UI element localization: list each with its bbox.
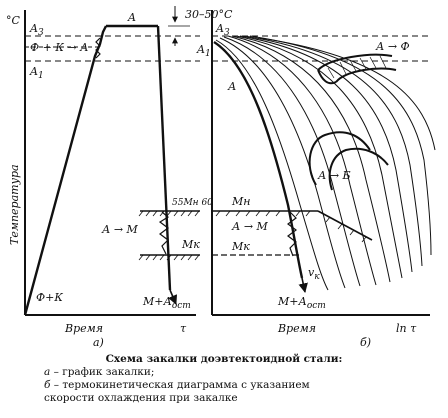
panel-a-Mk-label: Мк <box>181 238 200 251</box>
temperature-range-label: 30–50°С <box>185 8 233 21</box>
ferrite-pearlite-label: Ф+К <box>36 291 63 304</box>
ferrite-nose <box>317 69 337 85</box>
panel-a: °C A3 A1 A Ф + К → А 30–50°С Температура… <box>6 6 233 349</box>
caption-line-a: а – график закалки; <box>44 366 155 378</box>
austenite-bainite-label: А → Б <box>317 169 351 182</box>
caption-line-b-cont: скорости охлаждения при закалке <box>44 392 238 404</box>
quenching-diagram: °C A3 A1 A Ф + К → А 30–50°С Температура… <box>6 6 436 349</box>
panel-a-letter: а) <box>93 336 104 349</box>
panel-b-Mn-slope <box>317 210 373 241</box>
bainite-end-curve <box>328 147 389 191</box>
ferrite-end-curve <box>335 67 397 83</box>
panel-b-lntau-label: ln τ <box>396 322 417 335</box>
panel-a-Mn-label: 55Мн 60 <box>172 198 213 208</box>
critical-cooling-curve <box>213 40 304 279</box>
panel-b-A1-label: A1 <box>196 43 211 59</box>
panel-b: A3 A1 А А → Ф А → Б Мн Мк А → М vк М+Аос… <box>196 10 436 349</box>
vk-arrow <box>298 277 308 293</box>
panel-a-austenite-martensite-label: А → М <box>101 223 139 236</box>
panel-b-martensite-label: М+Аост <box>277 295 326 311</box>
celsius-label: °C <box>6 14 21 27</box>
austenite-top-label: A <box>127 11 136 24</box>
ferrite-austenite-label: Ф + К → А <box>30 41 88 54</box>
panel-b-austenite-label: А <box>227 80 236 93</box>
panel-a-A1-label: A1 <box>29 65 44 81</box>
figure-caption: Схема закалки доэвтектоидной стали: а – … <box>0 353 448 405</box>
cooling-curves <box>215 35 436 291</box>
martensite-zigzag <box>158 211 170 255</box>
ferrite-start-curve <box>317 53 393 71</box>
bainite-start-curve <box>308 131 371 186</box>
cooling-line <box>156 25 172 291</box>
caption-title: Схема закалки доэвтектоидной стали: <box>105 353 343 365</box>
panel-a-martensite-label: М+Аост <box>142 295 191 311</box>
austenite-ferrite-label: А → Ф <box>375 40 410 53</box>
vk-label: vк <box>308 266 320 282</box>
caption-line-b: б – термокинетическая диаграмма с указан… <box>44 379 310 391</box>
cooling-arrow <box>168 289 178 305</box>
panel-b-time-label: Время <box>277 322 316 335</box>
temperature-axis-label: Температура <box>8 164 21 245</box>
panel-b-A3-label: A3 <box>215 22 230 38</box>
panel-b-zigzag <box>287 211 297 257</box>
panel-a-tau-label: τ <box>180 322 187 335</box>
panel-a-time-label: Время <box>64 322 103 335</box>
transformation-zigzag <box>95 37 101 59</box>
panel-a-A3-label: A3 <box>29 22 44 38</box>
panel-b-austenite-martensite-label: А → М <box>231 220 269 233</box>
panel-b-Mk-label: Мк <box>231 240 250 253</box>
panel-b-Mn-label: Мн <box>231 195 251 208</box>
heating-curve <box>23 25 108 316</box>
panel-b-letter: б) <box>360 336 371 349</box>
